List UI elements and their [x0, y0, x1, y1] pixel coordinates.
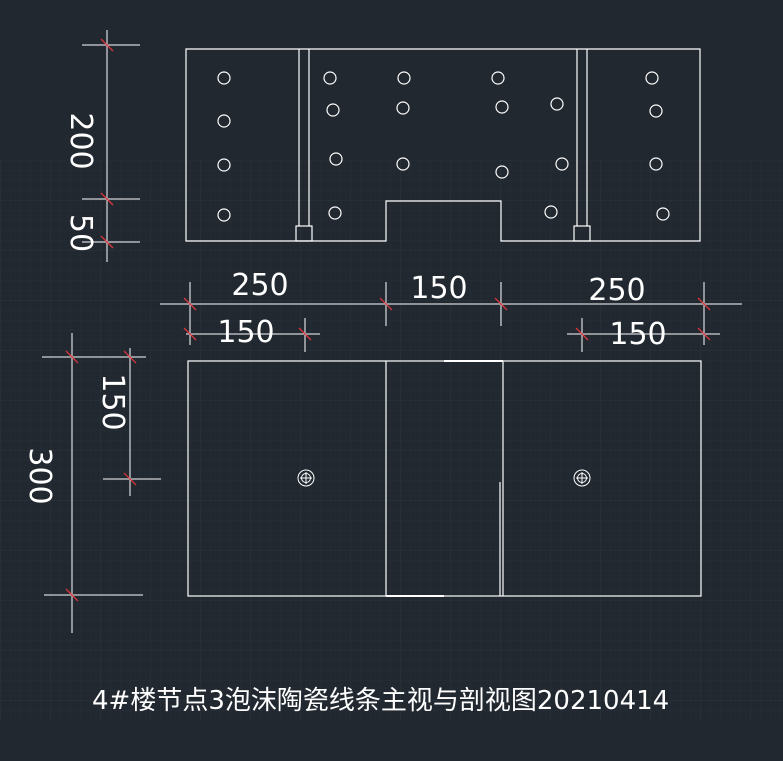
hole	[323, 71, 337, 85]
dim-label-150-mid: 150	[410, 271, 467, 306]
hole	[495, 165, 509, 179]
hole	[217, 158, 231, 172]
hole	[396, 157, 410, 171]
dim-vertical-top	[82, 30, 140, 262]
hole	[550, 97, 564, 111]
section-view	[187, 360, 702, 597]
dim-label-150-vertical: 150	[95, 373, 130, 430]
hole	[491, 71, 505, 85]
dim-label-50: 50	[63, 214, 98, 252]
dim-ticks-vertical-top	[100, 38, 114, 249]
front-right-block	[573, 225, 591, 242]
dim-vertical-bottom	[42, 333, 161, 633]
hole	[495, 100, 509, 114]
hole	[326, 103, 340, 117]
hole	[217, 114, 231, 128]
anchor-holes	[217, 71, 670, 222]
dim-label-150-left-sub: 150	[217, 315, 274, 350]
dim-label-200: 200	[63, 112, 98, 169]
hole	[645, 71, 659, 85]
drawing-caption: 4#楼节点3泡沫陶瓷线条主视与剖视图20210414	[92, 686, 670, 716]
dim-label-150-right-sub: 150	[609, 317, 666, 352]
dim-ticks-horizontal	[183, 297, 711, 341]
hole	[649, 157, 663, 171]
drawing-grid	[0, 160, 783, 720]
hole	[544, 205, 558, 219]
hole	[329, 152, 343, 166]
dim-label-250-left: 250	[231, 268, 288, 303]
dim-label-300-vertical: 300	[22, 447, 57, 504]
hole	[396, 101, 410, 115]
hole	[397, 71, 411, 85]
dim-label-250-right: 250	[588, 273, 645, 308]
hole	[328, 206, 342, 220]
hole	[217, 208, 231, 222]
front-outline	[185, 48, 701, 242]
front-view	[185, 48, 701, 242]
hole	[555, 157, 569, 171]
dim-ticks-vertical-bottom	[65, 350, 137, 602]
front-left-block	[295, 225, 313, 242]
hole	[217, 71, 231, 85]
section-anchor-marks	[297, 469, 591, 487]
hole	[649, 104, 663, 118]
hole	[656, 207, 670, 221]
